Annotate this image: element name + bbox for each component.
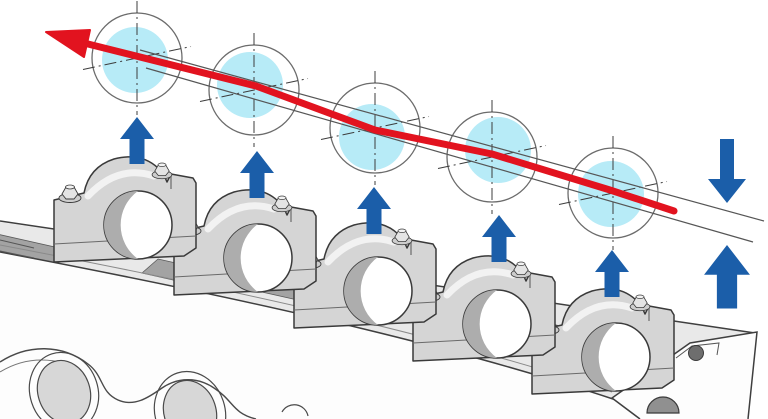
bearing-cap-bolt	[151, 162, 173, 180]
block-end-edges	[610, 331, 758, 419]
bearing-cap-bolt	[391, 228, 413, 246]
up-arrow	[482, 215, 516, 262]
gasket-contour	[0, 348, 257, 419]
corner-step-lines	[675, 342, 720, 359]
bore-centerline-circle	[199, 33, 309, 147]
cam-bore-hole	[36, 359, 92, 419]
bearing-cap-bolt	[58, 184, 82, 203]
up-arrow	[357, 187, 391, 234]
bore-highlight	[102, 27, 168, 93]
centerline-horizontal	[199, 78, 309, 102]
down-arrow	[708, 139, 746, 203]
main-bearing-cap	[173, 189, 317, 296]
gasket-arc	[281, 404, 309, 417]
reference-axis-line	[145, 67, 754, 243]
bearing-cap-bolt	[510, 261, 532, 279]
cam-bore-boss	[153, 370, 227, 419]
up-arrow	[120, 117, 154, 164]
up-arrow-right	[704, 245, 750, 309]
misalignment-axis-line	[76, 38, 678, 215]
bearing-cap-bolt	[271, 195, 293, 213]
left-rim-step	[0, 239, 35, 259]
block-front-face	[0, 252, 660, 419]
block-end-face	[612, 332, 757, 419]
main-bearing-cap	[531, 288, 675, 395]
bearing-cap-bolt	[629, 294, 651, 312]
bore-highlight	[465, 117, 531, 183]
cam-bore-boss	[28, 351, 100, 419]
reference-axis-line	[139, 49, 765, 222]
main-bearing-cap	[293, 222, 437, 329]
up-arrow	[240, 151, 274, 198]
main-bearing-cap	[53, 156, 197, 263]
misalignment-arrowhead	[45, 29, 91, 58]
face-hole	[688, 345, 704, 361]
bottom-notch	[646, 396, 680, 414]
cam-bore-hole	[162, 379, 218, 419]
up-arrow	[595, 250, 629, 297]
